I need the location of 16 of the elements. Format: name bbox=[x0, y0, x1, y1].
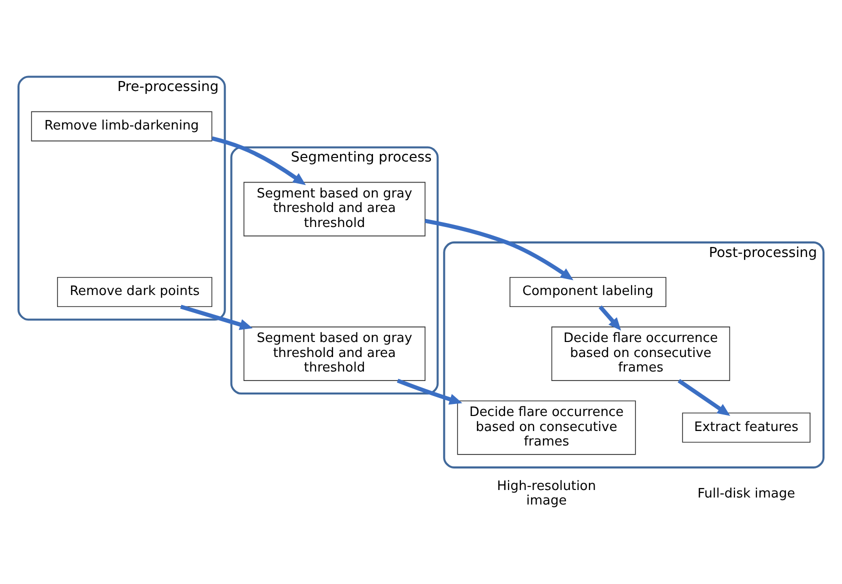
node-box: Decide flare occurrence based on consecutive frames bbox=[551, 326, 730, 381]
arrow bbox=[180, 304, 253, 330]
node-box: Segment based on gray threshold and area threshold bbox=[244, 182, 426, 236]
label: High-resolution image bbox=[496, 479, 596, 509]
node-box: Component labeling bbox=[510, 276, 666, 308]
label: Full-disk image bbox=[698, 486, 796, 502]
arrow bbox=[678, 378, 730, 416]
arrow bbox=[424, 218, 574, 280]
node-box: Remove dark points bbox=[57, 276, 212, 308]
arrow bbox=[212, 136, 306, 186]
node-box: Remove limb-darkening bbox=[31, 111, 212, 142]
node-box: Decide flare occurrence based on consecutive frames bbox=[457, 400, 636, 455]
node-box: Extract features bbox=[682, 412, 810, 443]
node-box: Segment based on gray threshold and area threshold bbox=[244, 326, 426, 381]
arrow bbox=[396, 378, 462, 405]
arrow bbox=[598, 305, 622, 331]
